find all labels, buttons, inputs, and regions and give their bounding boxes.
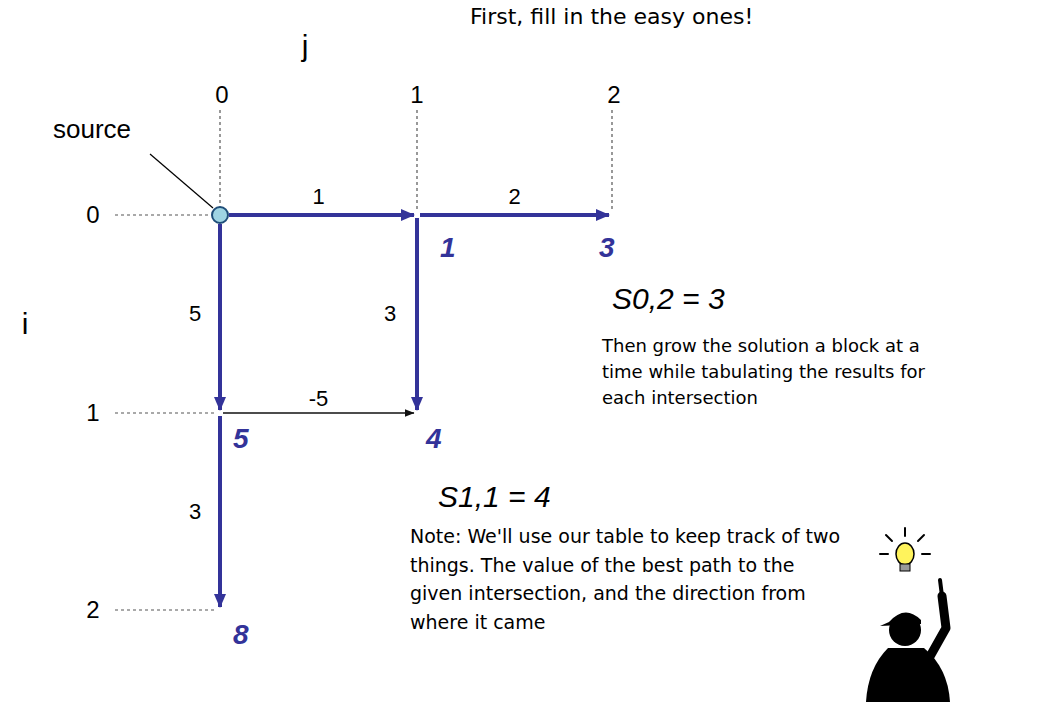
ray [880,553,888,555]
connector-arrow [420,213,609,217]
cap [880,612,921,626]
edge-weight: 5 [189,303,201,325]
ray [904,528,906,536]
thinking-figure [866,528,950,702]
column-index: 0 [215,82,228,108]
column-index: 1 [410,82,423,108]
path-value: 4 [426,425,442,453]
explanation-note: Note: We'll use our table to keep track … [410,522,850,636]
ray [922,553,930,555]
path-value: 1 [440,234,456,262]
connector-arrow [218,416,222,607]
row-index: 1 [86,400,99,426]
column-index: 2 [607,82,620,108]
edge-weight: 1 [312,186,324,208]
cell-value: S0,2 = 3 [612,282,725,315]
column-guide [611,110,612,212]
light-bulb [896,543,914,565]
edge-weight: -5 [309,388,329,410]
column-guide [219,110,220,204]
path-value: 5 [233,425,249,453]
grid-intersection: 4 [414,410,420,416]
ray [886,535,892,541]
row-guide [115,412,216,413]
grid-intersection: 8 [217,607,223,613]
grid-intersection: 5 [217,410,223,416]
row-index: 0 [86,202,99,228]
cell-value: S1,1 = 4 [438,480,551,513]
connector-arrow [229,213,414,217]
connector-arrow [415,218,419,410]
grid-intersection: 1 [414,212,420,218]
row-guide [115,214,209,215]
pointing-finger [940,580,942,596]
row-index: 2 [86,597,99,623]
connector-arrow [218,224,222,410]
connector-arrow [223,412,414,414]
path-value: 3 [599,234,615,262]
node-label: source [53,116,131,142]
source-node: source [211,206,229,224]
column-guide [416,110,417,212]
axis-name: j [302,29,309,62]
leader-line [150,154,213,208]
edge-weight: 3 [384,303,396,325]
heading-note: First, fill in the easy ones! [470,5,753,29]
bulb-base [900,564,910,571]
explanation-note: Then grow the solution a block at a time… [602,333,962,411]
raised-arm [928,596,946,660]
row-guide [115,609,216,610]
grid-intersection: 3 [609,212,615,218]
ray [918,535,924,541]
edge-weight: 3 [189,501,201,523]
edge-weight: 2 [508,186,520,208]
path-value: 8 [233,621,249,649]
axis-name: i [22,307,29,340]
body [866,648,950,702]
